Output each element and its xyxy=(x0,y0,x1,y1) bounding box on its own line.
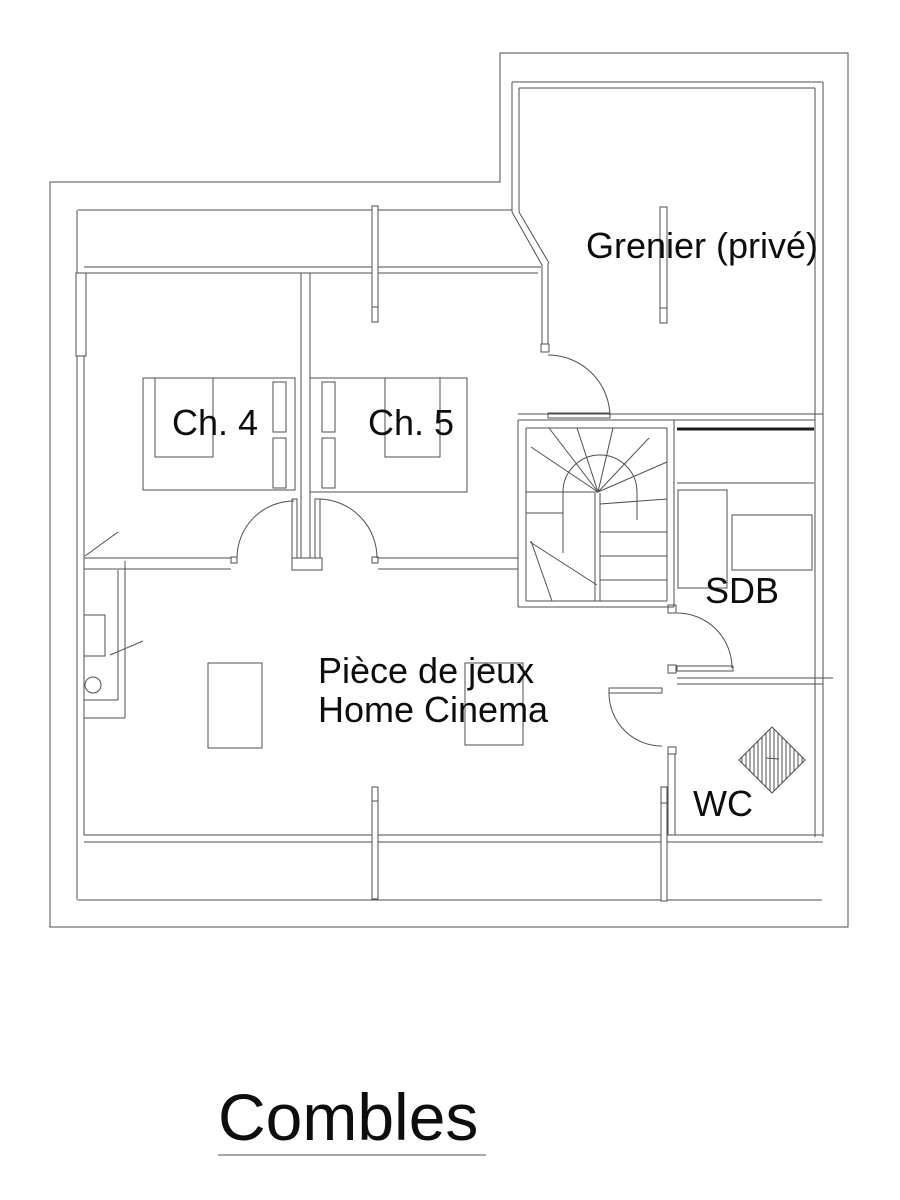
bedroom-south-wall xyxy=(84,556,518,571)
staircase xyxy=(517,420,675,608)
label-sdb: SDB xyxy=(705,570,779,611)
roof-window-game-room xyxy=(371,786,379,900)
bed-ch4 xyxy=(142,377,296,491)
roof-window-wc xyxy=(660,786,668,902)
outer-boundary xyxy=(49,52,849,928)
sdb-wc-west-wall xyxy=(667,604,677,835)
sdb-wc-divider-wall xyxy=(677,482,833,685)
door-sdb xyxy=(676,612,734,672)
door-grenier xyxy=(540,343,611,419)
door-wc xyxy=(608,687,663,747)
label-ch5: Ch. 5 xyxy=(368,402,454,443)
label-ch4: Ch. 4 xyxy=(172,402,258,443)
nightstands-ch4 xyxy=(272,381,287,489)
door-ch5 xyxy=(314,498,378,559)
label-grenier: Grenier (privé) xyxy=(586,225,818,266)
plan-title-group: Combles xyxy=(218,1080,486,1156)
wc-shower-diamond xyxy=(738,726,806,794)
label-wc: WC xyxy=(693,783,753,824)
label-game-room-line2: Home Cinema xyxy=(318,689,549,730)
nightstands-ch5 xyxy=(321,381,336,489)
window-ch4-west xyxy=(75,272,87,357)
plan-title: Combles xyxy=(218,1080,478,1154)
bed-ch5 xyxy=(309,377,468,493)
game-room-table-2 xyxy=(464,662,524,746)
door-ch4 xyxy=(236,498,298,559)
perimeter-inner-walls xyxy=(76,81,824,901)
game-room-table-1 xyxy=(207,662,263,749)
sdb-washbasin xyxy=(731,514,813,571)
label-game-room-line1: Pièce de jeux xyxy=(318,650,534,691)
utility-niche xyxy=(83,531,144,719)
stair-sdb-north-wall xyxy=(518,413,823,431)
partition-wall-ch4-ch5 xyxy=(300,273,311,558)
roof-window-ch5 xyxy=(371,205,379,323)
roof-window-grenier xyxy=(659,206,668,324)
room-labels: Grenier (privé) Ch. 4 Ch. 5 SDB WC Pièce… xyxy=(172,225,818,824)
sdb-shower xyxy=(677,489,728,589)
